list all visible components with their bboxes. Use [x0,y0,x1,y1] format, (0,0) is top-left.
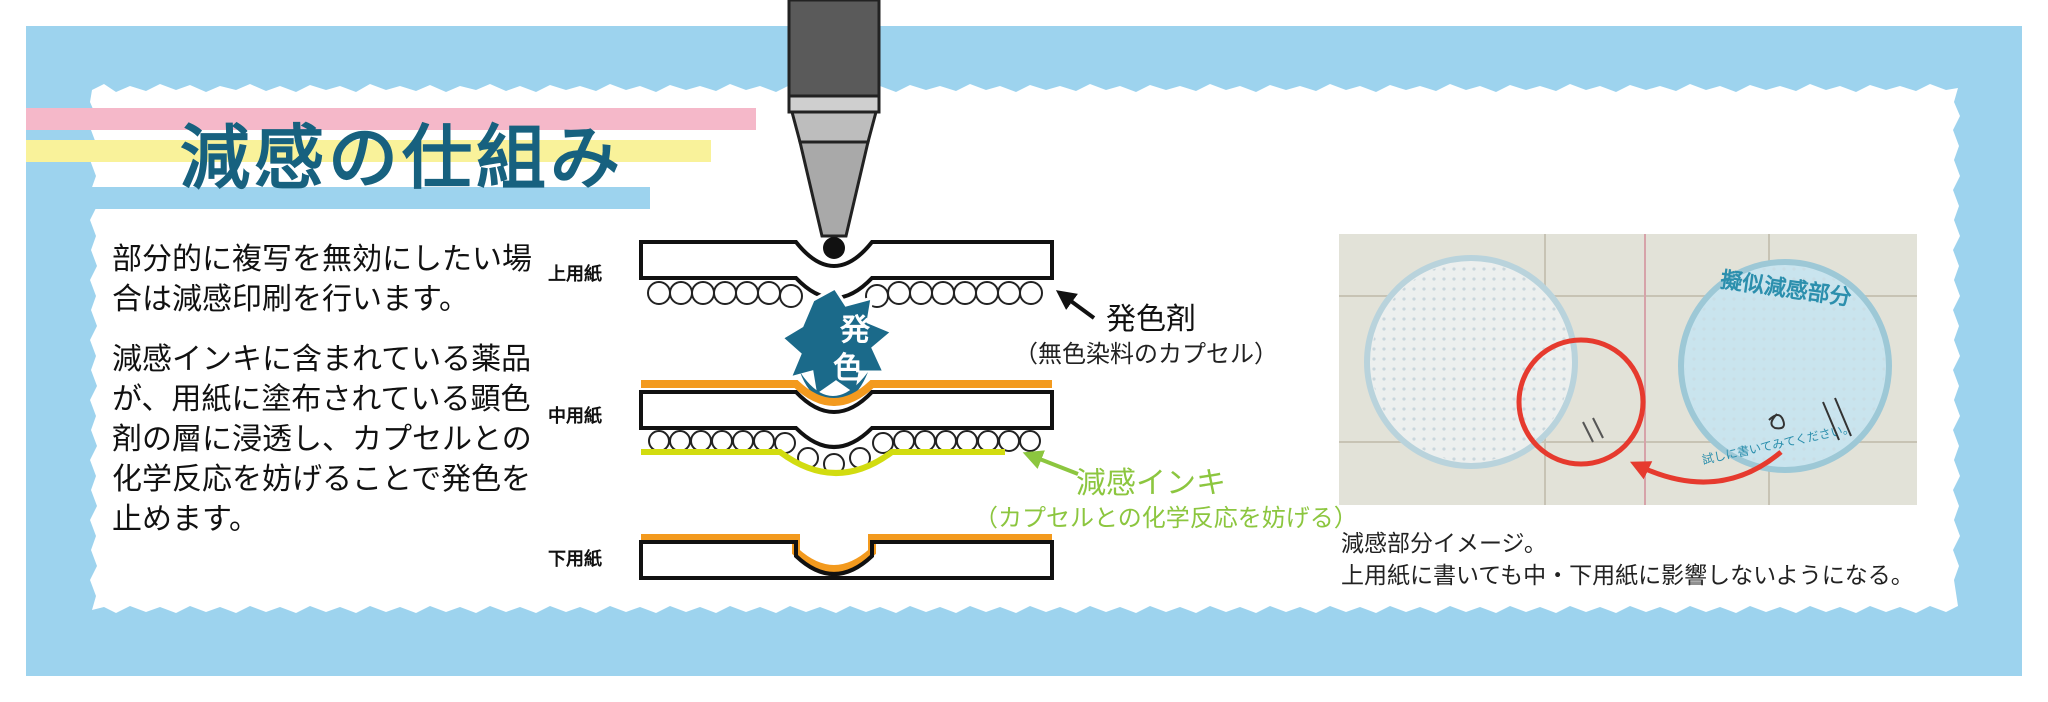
color-agent-sublabel: （無色染料のカプセル） [1014,340,1278,368]
color-agent-label: 発色剤 [1106,302,1196,337]
desensitizing-ink-sublabel: （カプセルとの化学反応を妨げる） [974,504,1358,532]
desensitizing-ink-label: 減感インキ [1076,466,1226,501]
page-title: 減感の仕組み [180,117,624,199]
highlight-circle [1516,337,1646,467]
burst-char-1: 発 [839,313,871,348]
description-paragraph-1: 部分的に複写を無効にしたい場合は減感印刷を行います。 [112,242,532,317]
caption-line-1: 減感部分イメージ。 [1341,531,1547,557]
title-stripe-pink [26,108,756,130]
burst-char-2: 色 [833,351,863,386]
caption-line-2: 上用紙に書いても中・下用紙に影響しないようになる。 [1341,563,1914,589]
color-agent-arrow [1055,290,1096,320]
desensitized-area-photo: 擬似減感部分 試しに書いてみてください。 [1339,234,1917,505]
title-stripe-blue [90,187,650,209]
capsule-row-middle [648,430,1041,475]
description-paragraph-2: 減感インキに含まれている薬品が、用紙に塗布されている顕色剤の層に浸透し、カプセル… [112,342,532,537]
middle-sheet [639,380,1054,476]
label-bottom-sheet: 下用紙 [548,549,602,570]
red-arrow [1629,450,1783,485]
label-middle-sheet: 中用紙 [548,406,602,427]
ink-arrow [1022,450,1079,476]
title-stripe-yellow [26,140,711,162]
capsule-row-top [647,281,1043,308]
top-sheet [639,240,1054,308]
pen-illustration [787,0,881,259]
label-top-sheet: 上用紙 [548,264,602,285]
bottom-sheet [639,534,1054,580]
